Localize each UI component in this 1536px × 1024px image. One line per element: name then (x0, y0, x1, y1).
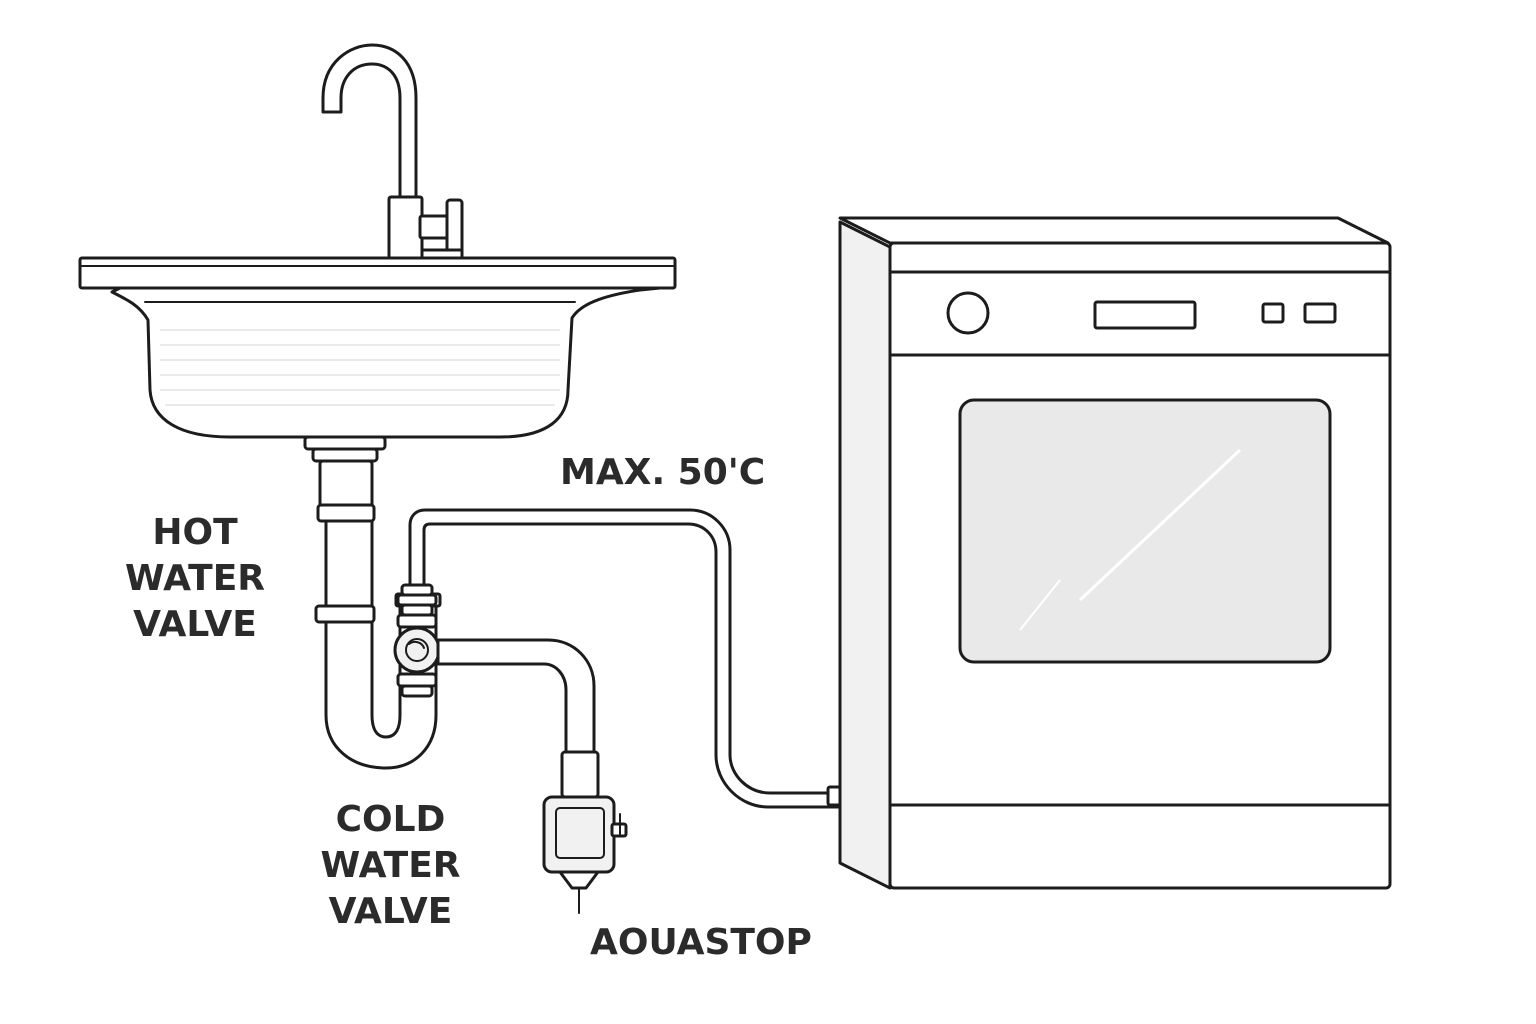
control-button-icon (1261, 302, 1285, 324)
dial-knob-icon (946, 291, 990, 335)
drain-trap (303, 435, 442, 770)
sink (78, 256, 677, 439)
cold-label-line: COLD (335, 799, 446, 840)
control-button-icon (1303, 302, 1337, 324)
faucet (321, 43, 464, 287)
cold-label-line: WATER (320, 845, 461, 886)
cold-water-valve-label: COLD WATER VALVE (308, 797, 473, 935)
hot-label-line: WATER (124, 558, 266, 599)
hot-water-valve-label: HOT WATER VALVE (115, 510, 275, 648)
hot-label-line: HOT (152, 512, 238, 553)
aquastop-device (542, 750, 628, 914)
aquastop-label: AOUASTOP (590, 922, 812, 963)
hot-water-valve (393, 583, 441, 698)
max-temperature-label: MAX. 50'C (560, 452, 766, 493)
display-panel (1093, 300, 1197, 330)
hot-label-line: VALVE (133, 604, 257, 645)
dishwasher-window (958, 398, 1332, 664)
dishwasher (838, 216, 1392, 890)
cold-label-line: VALVE (328, 891, 453, 932)
cold-supply-hose (436, 638, 596, 754)
